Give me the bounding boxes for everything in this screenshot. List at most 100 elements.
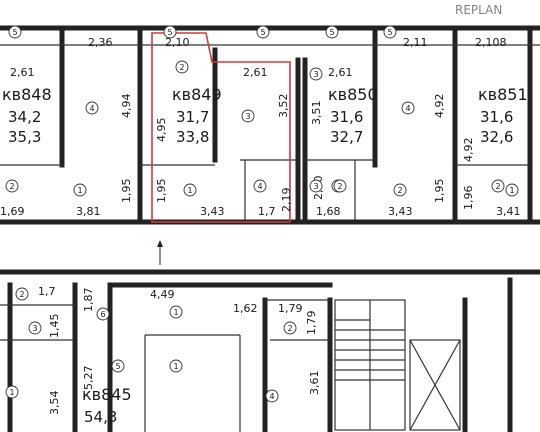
room-marker: 1 xyxy=(183,183,197,197)
dim-label: 3,61 xyxy=(308,371,321,396)
room-marker: 2 xyxy=(15,287,29,301)
dim-label: 5,27 xyxy=(82,366,95,391)
dim-label: 3,43 xyxy=(200,205,225,218)
room-marker: 1 xyxy=(505,183,519,197)
apt-850-total: 32,7 xyxy=(330,128,363,146)
svg-text:2: 2 xyxy=(20,290,25,299)
dim-label: 2,11 xyxy=(403,36,428,49)
room-marker: 4 xyxy=(265,389,279,403)
dim-label: 2,10 xyxy=(165,36,190,49)
apt-850-label: кв850 xyxy=(328,85,378,104)
svg-text:2: 2 xyxy=(288,324,293,333)
svg-text:3: 3 xyxy=(33,324,38,333)
dim-label: 2,108 xyxy=(475,36,507,49)
apt-848-total: 35,3 xyxy=(8,128,41,146)
dim-label: 2,19 xyxy=(280,188,293,213)
apt-849-total: 33,8 xyxy=(176,128,209,146)
dim-label: 1,62 xyxy=(233,302,258,315)
svg-text:5: 5 xyxy=(168,28,173,37)
entrance-arrow-icon xyxy=(157,240,163,265)
dim-label: 1,95 xyxy=(155,179,168,204)
apt-849-label: кв849 xyxy=(172,85,222,104)
dim-label: 1,69 xyxy=(0,205,25,218)
dim-label: 1,7 xyxy=(258,205,276,218)
dim-label: 3,52 xyxy=(277,94,290,119)
svg-text:3: 3 xyxy=(246,112,251,121)
highlighted-apartment-849[interactable] xyxy=(151,32,291,223)
room-marker: 1 xyxy=(73,183,87,197)
room-marker: 5 xyxy=(256,25,270,39)
room-marker: 4 xyxy=(253,179,267,193)
room-marker: 1 xyxy=(5,385,19,399)
svg-text:4: 4 xyxy=(90,104,95,113)
dim-label: 3,54 xyxy=(48,391,61,416)
walls xyxy=(0,25,540,432)
apt-849-living: 31,7 xyxy=(176,108,209,126)
apt-848-label: кв848 xyxy=(2,85,52,104)
room-marker: 3 xyxy=(241,109,255,123)
room-marker: 4 xyxy=(401,101,415,115)
svg-text:5: 5 xyxy=(261,28,266,37)
svg-text:5: 5 xyxy=(330,28,335,37)
svg-text:1: 1 xyxy=(78,186,83,195)
dim-label: 4,95 xyxy=(155,118,168,143)
room-marker: 2 xyxy=(333,179,347,193)
apt-845-living: 54,3 xyxy=(84,408,117,426)
room-marker: 2 xyxy=(175,60,189,74)
svg-text:6: 6 xyxy=(101,310,106,319)
dim-label: 3,41 xyxy=(496,205,521,218)
svg-text:5: 5 xyxy=(388,28,393,37)
svg-text:1: 1 xyxy=(10,388,15,397)
dim-label: 3,43 xyxy=(388,205,413,218)
room-marker: 3 xyxy=(309,179,323,193)
svg-text:4: 4 xyxy=(270,392,275,401)
svg-text:1: 1 xyxy=(174,308,179,317)
dim-label: 4,92 xyxy=(433,94,446,119)
dim-label: 1,79 xyxy=(278,302,303,315)
room-marker: 2 xyxy=(5,179,19,193)
staircase xyxy=(334,299,406,431)
svg-text:1: 1 xyxy=(174,362,179,371)
room-marker: 3 xyxy=(309,67,323,81)
room-marker: 5 xyxy=(325,25,339,39)
apt-851-label: кв851 xyxy=(478,85,528,104)
dim-label: 1,68 xyxy=(316,205,341,218)
room-marker: 3 xyxy=(28,321,42,335)
apt-848-living: 34,2 xyxy=(8,108,41,126)
dim-label: 1,96 xyxy=(462,186,475,211)
svg-text:2: 2 xyxy=(10,182,15,191)
svg-text:1: 1 xyxy=(510,186,515,195)
apt-845-label: кв845 xyxy=(82,385,132,404)
room-number-markers: 5 5 5 5 5 2 4 3 4 3 4 1 2 1 4 2 1 2 1 2 … xyxy=(5,25,519,403)
room-marker: 5 xyxy=(111,359,125,373)
dim-label: 2,61 xyxy=(328,66,353,79)
watermark: REPLAN xyxy=(455,3,502,17)
svg-text:2: 2 xyxy=(398,186,403,195)
room-marker: 1 xyxy=(169,305,183,319)
dim-label: 1,95 xyxy=(433,179,446,204)
room-marker: 6 xyxy=(96,307,110,321)
svg-text:5: 5 xyxy=(13,28,18,37)
dim-label: 3,51 xyxy=(310,101,323,126)
svg-text:2: 2 xyxy=(338,182,343,191)
dim-label: 2,61 xyxy=(243,66,268,79)
room-marker: 2 xyxy=(491,179,505,193)
room-marker: 2 xyxy=(283,321,297,335)
apt-851-total: 32,6 xyxy=(480,128,513,146)
svg-text:3: 3 xyxy=(314,182,319,191)
dim-label: 1,95 xyxy=(120,179,133,204)
dim-label: 3,81 xyxy=(76,205,101,218)
svg-text:2: 2 xyxy=(496,182,501,191)
apartment-labels: кв848 34,2 35,3 кв849 31,7 33,8 кв850 31… xyxy=(2,85,528,426)
room-marker: 5 xyxy=(383,25,397,39)
room-marker: 5 xyxy=(163,25,177,39)
dim-label: 1,87 xyxy=(82,288,95,313)
svg-text:1: 1 xyxy=(188,186,193,195)
dim-label: 4,92 xyxy=(462,138,475,163)
svg-text:5: 5 xyxy=(116,362,121,371)
apt-851-living: 31,6 xyxy=(480,108,513,126)
dim-label: 1,79 xyxy=(305,311,318,336)
svg-text:4: 4 xyxy=(258,182,263,191)
